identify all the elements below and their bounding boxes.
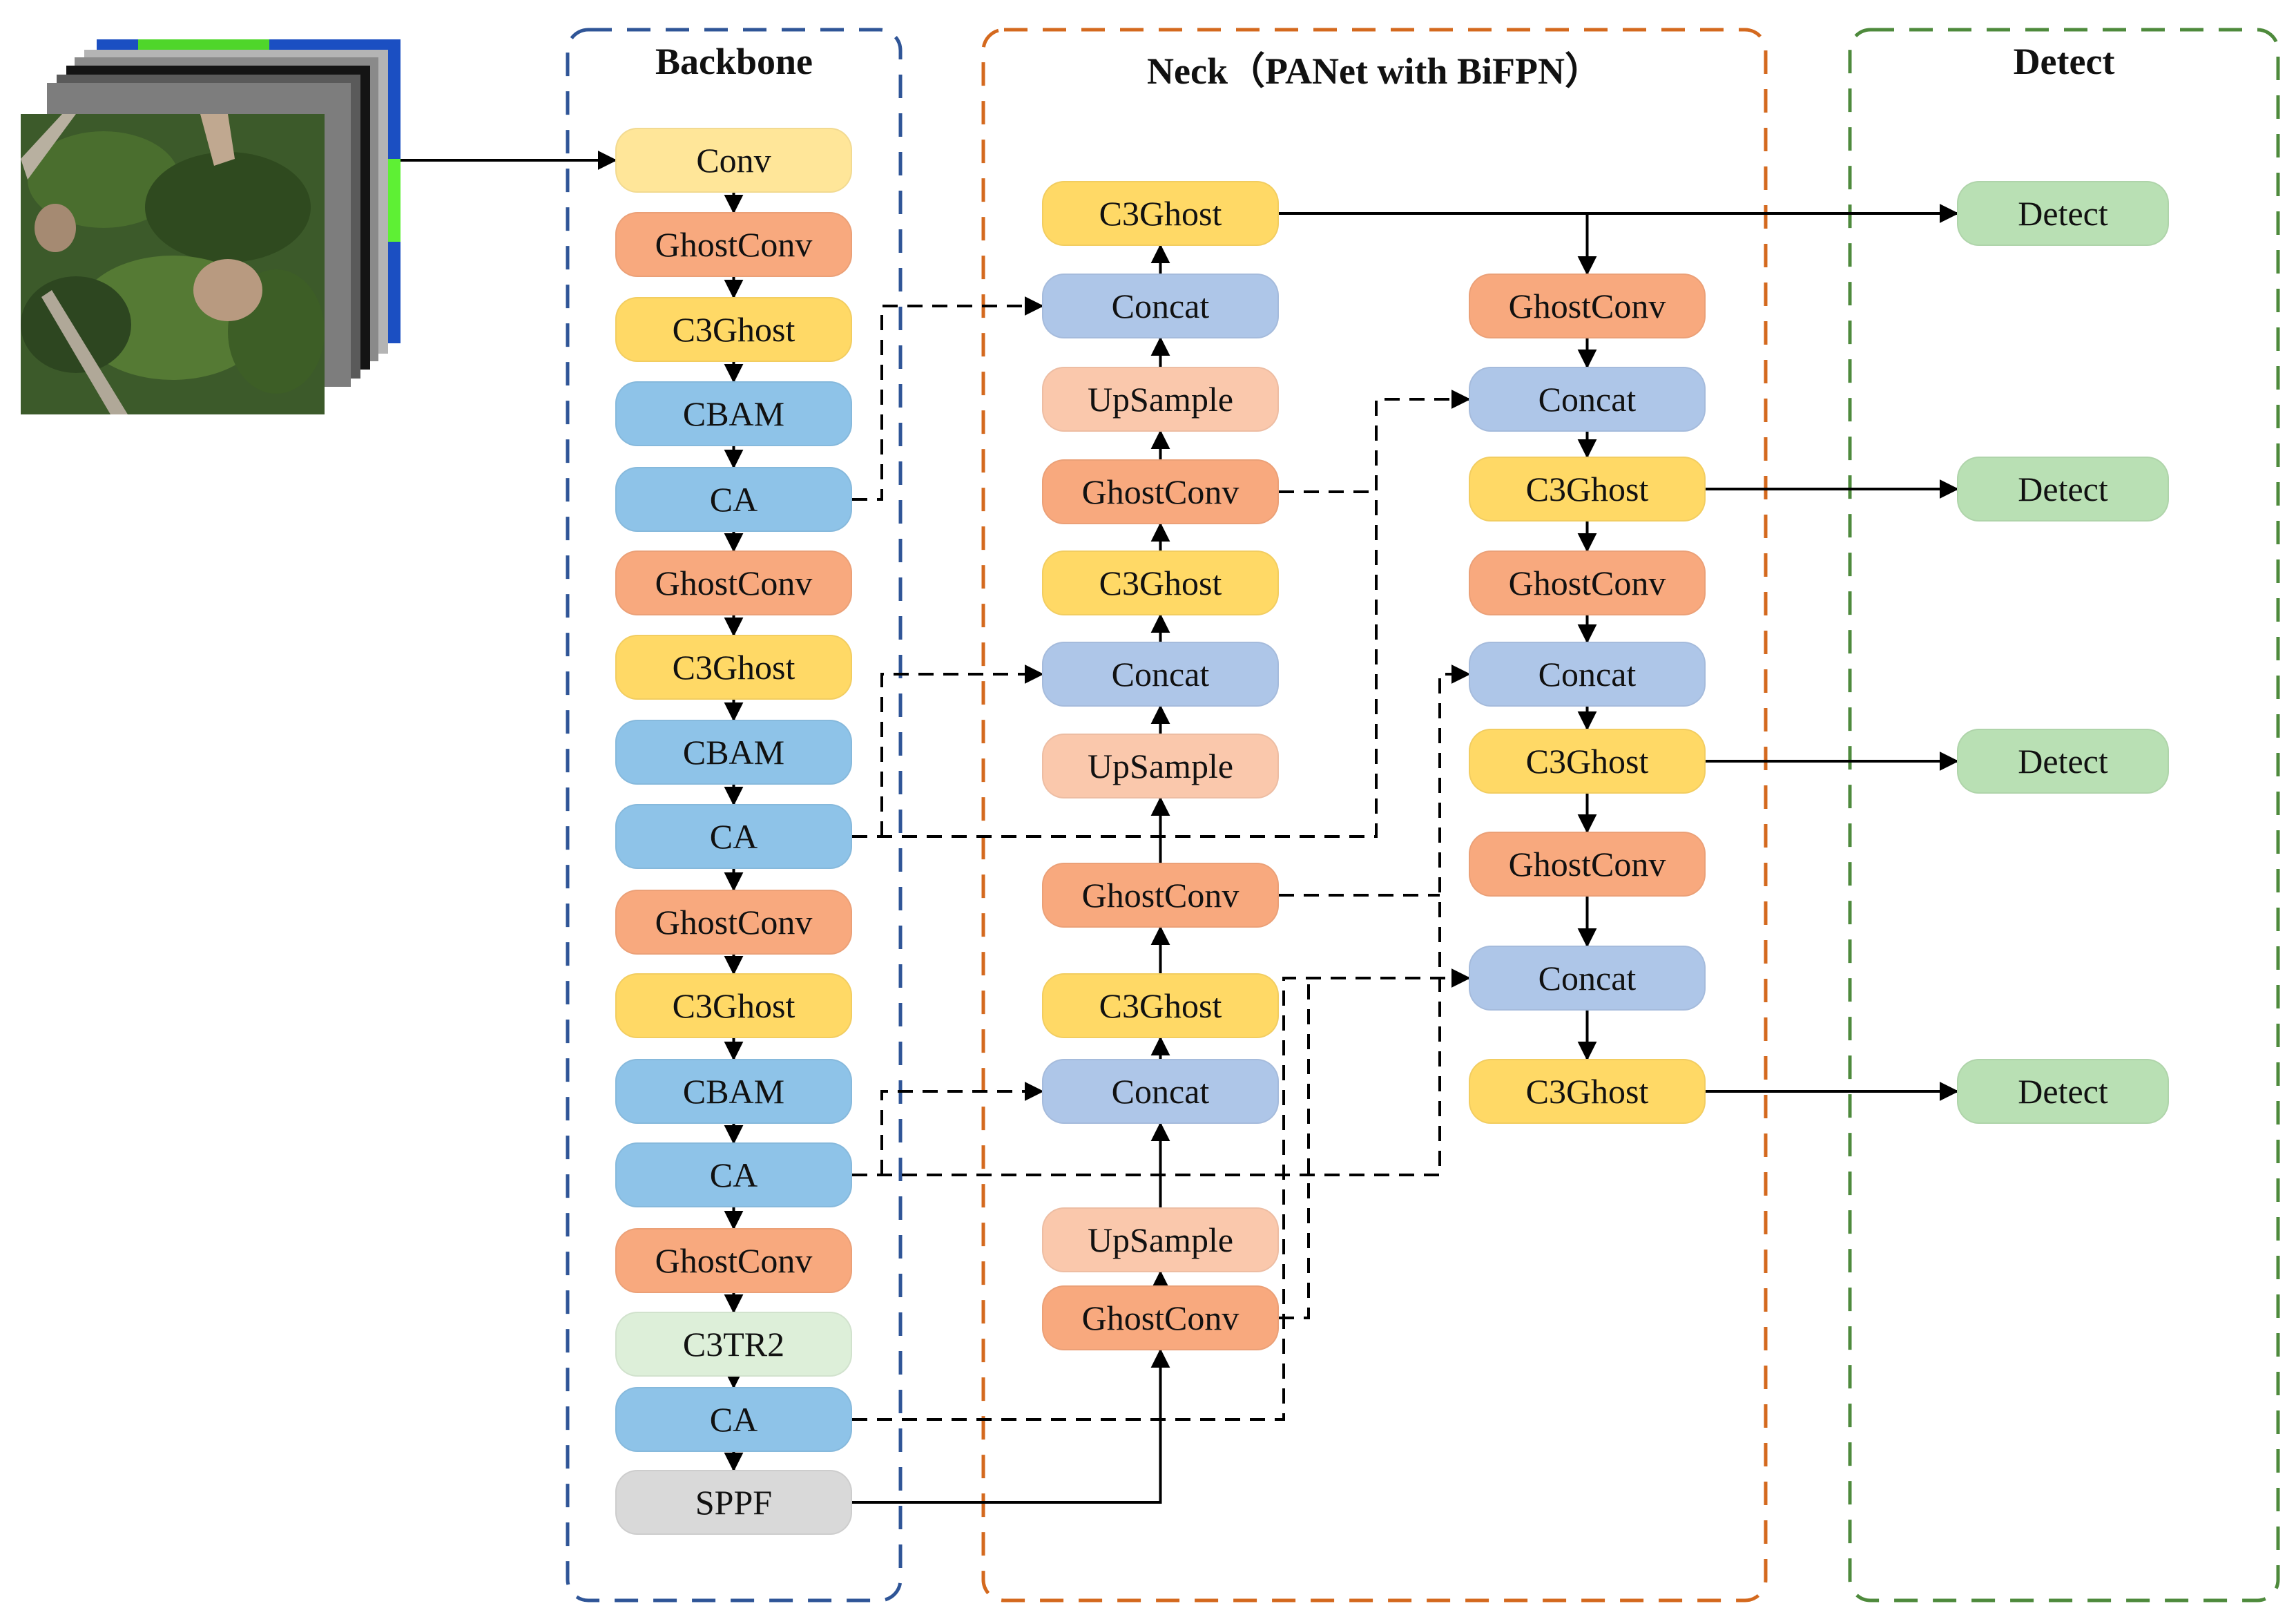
ghostconv-node: GhostConv [1042,863,1279,928]
detect-node: Detect [1957,1059,2169,1124]
input-image-stack [21,39,401,414]
road [21,114,76,180]
c3ghost-node: C3Ghost [615,297,852,362]
detect-title: Detect [2013,41,2115,82]
c3tr2-node: C3TR2 [615,1312,852,1377]
cbam-node: CBAM [615,720,852,785]
sppf-node: SPPF [615,1470,852,1535]
tree-canopy [21,276,131,373]
ghostconv-node: GhostConv [1042,459,1279,524]
concat-node: Concat [1469,946,1706,1011]
concat-node: Concat [1042,274,1279,338]
ca-to-concat-skip [852,296,1044,501]
ca-to-concat-bifpn-skip [852,664,1471,1176]
cbam-node: CBAM [615,381,852,446]
cbam-node: CBAM [615,1059,852,1124]
ghostconv-node: GhostConv [615,212,852,277]
upsample-node: UpSample [1042,1207,1279,1272]
dead-tree [193,259,262,321]
c3ghost-node: C3Ghost [615,635,852,700]
road [41,290,128,414]
ghostconv-node: GhostConv [615,1228,852,1293]
concat-node: Concat [1042,1059,1279,1124]
ca-node: CA [615,1142,852,1207]
c3ghost-node: C3Ghost [1042,551,1279,615]
ca-node: CA [615,1387,852,1452]
sppf-to-ghostconv-arrow [852,1348,1170,1504]
road [200,114,235,166]
neck-group-box [981,28,1768,1602]
neck-title: Neck（PANet with BiFPN） [1147,50,1602,92]
detect-node: Detect [1957,181,2169,246]
ghostconv-node: GhostConv [1469,832,1706,897]
concat-node: Concat [1469,642,1706,707]
input-layer-ndvi-highlight-2 [387,159,401,242]
ca-to-concat-bifpn-skip [852,390,1471,838]
tree-canopy [145,152,311,262]
detect-group-box [1848,28,2280,1602]
detect-node: Detect [1957,457,2169,522]
upsample-node: UpSample [1042,367,1279,432]
c3ghost-node: C3Ghost [1042,973,1279,1038]
ghostconv-node: GhostConv [1469,551,1706,615]
concat-node: Concat [1042,642,1279,707]
backbone-group-box [566,28,903,1602]
ghostconv-node: GhostConv [1469,274,1706,338]
detect-node: Detect [1957,729,2169,794]
upsample-node: UpSample [1042,734,1279,798]
ca-to-concat-skip [880,664,1044,836]
edges-layer [401,151,1959,1504]
ca-node: CA [615,467,852,532]
ghostconv-to-concat-skip [1279,978,1310,1319]
c3ghost-node: C3Ghost [1469,457,1706,522]
c3ghost-node: C3Ghost [1469,1059,1706,1124]
ghostconv-node: GhostConv [1042,1285,1279,1350]
ca-node: CA [615,804,852,869]
ghostconv-node: GhostConv [615,551,852,615]
concat-node: Concat [1469,367,1706,432]
tree-canopy [28,131,180,228]
backbone-title: Backbone [655,41,813,82]
c3ghost-node: C3Ghost [1042,181,1279,246]
conv-node: Conv [615,128,852,193]
dead-tree [35,204,76,252]
c3ghost-node: C3Ghost [615,973,852,1038]
c3ghost-node: C3Ghost [1469,729,1706,794]
ca-to-concat-skip [880,1082,1044,1175]
ca-to-concat-bifpn-skip [852,968,1471,1421]
ghostconv-node: GhostConv [615,890,852,955]
